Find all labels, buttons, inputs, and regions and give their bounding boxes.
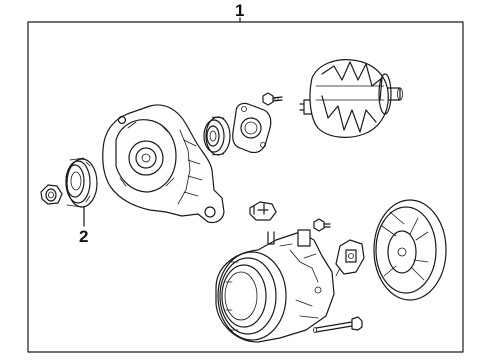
screw-part-upper — [262, 92, 283, 106]
rotor-part — [299, 59, 403, 138]
brush-holder-part — [249, 201, 277, 221]
callout-label-1: 1 — [235, 1, 245, 20]
nut-part — [40, 184, 63, 205]
through-bolt-part — [313, 316, 363, 333]
rear-cover-part — [373, 199, 447, 301]
diagram-frame — [27, 21, 464, 353]
drive-end-frame-part — [102, 104, 225, 224]
retainer-plate-part — [232, 102, 272, 154]
regulator-part — [335, 239, 365, 277]
callout-label-2: 2 — [79, 227, 89, 246]
screw-part-middle — [313, 218, 331, 232]
pulley-part — [65, 157, 98, 208]
housing-assembly-part — [215, 229, 335, 343]
bearing-part — [203, 116, 231, 156]
